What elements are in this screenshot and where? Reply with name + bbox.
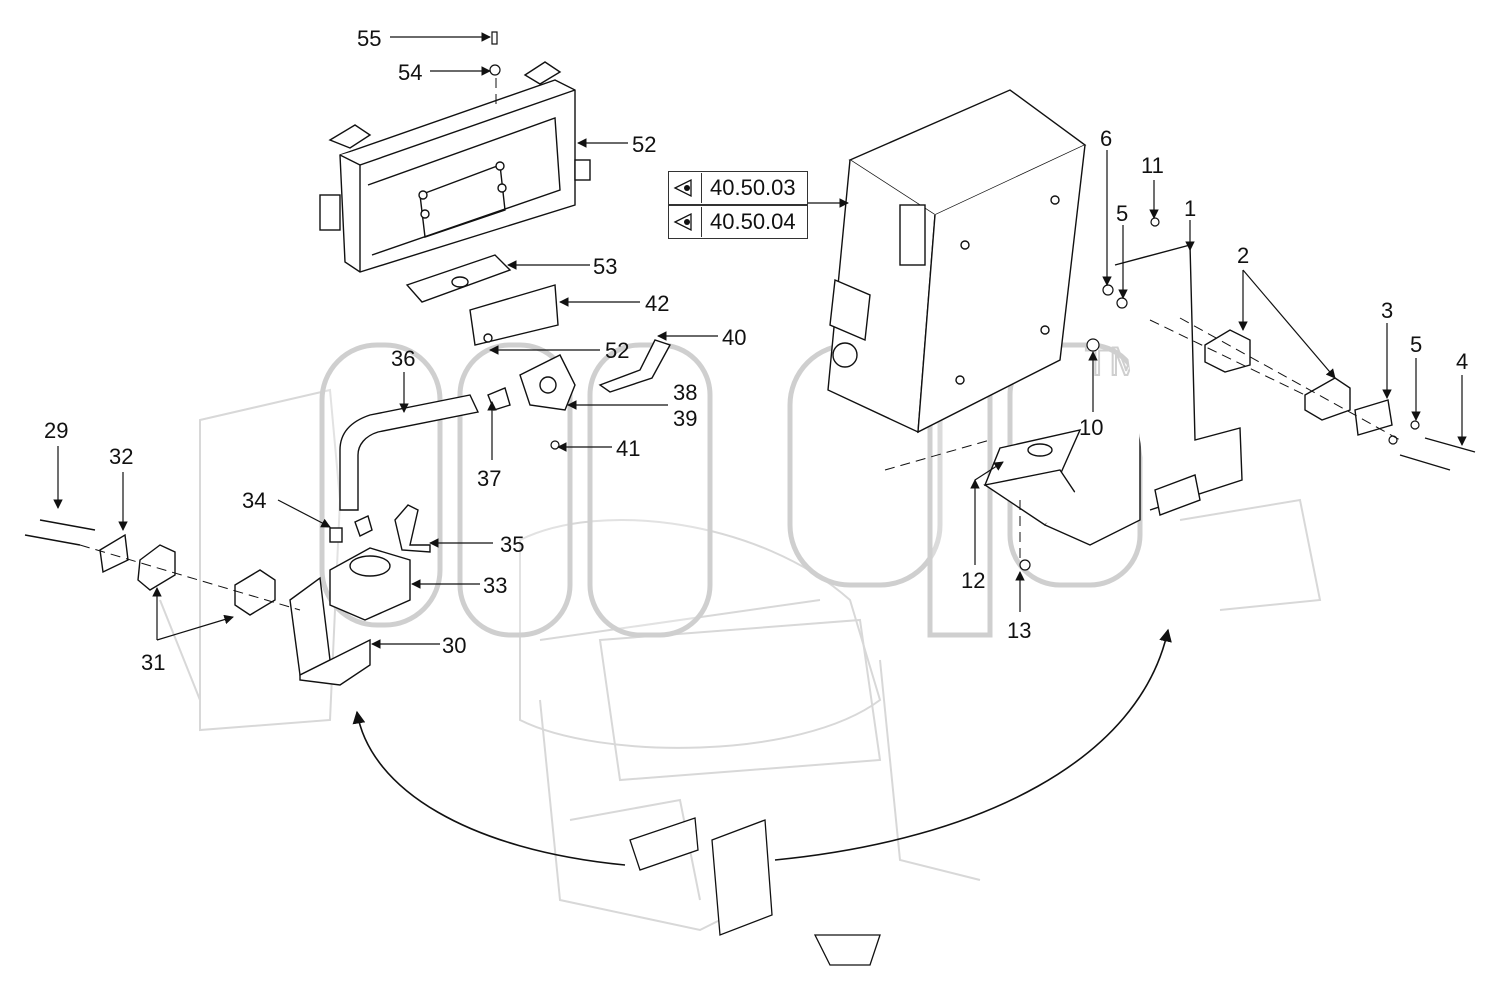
mounting-bracket-right	[983, 244, 1243, 546]
part-label: 29	[44, 418, 68, 443]
part-label: 11	[1141, 153, 1164, 178]
bent-tube-part	[339, 394, 480, 511]
part-label: 33	[483, 573, 507, 598]
view-eye-icon	[669, 207, 702, 237]
part-label: 30	[442, 633, 466, 658]
part-label: 36	[391, 346, 415, 371]
cross-reference-box[interactable]: 40.50.04	[668, 205, 808, 239]
part-label: 53	[593, 254, 617, 279]
part-label: 41	[616, 436, 640, 461]
bottom-assembly	[629, 817, 881, 966]
part-label: 34	[242, 488, 266, 513]
top-tray-part	[319, 61, 591, 273]
curved-arrows	[352, 628, 1172, 866]
part-label: 13	[1007, 618, 1031, 643]
cabinet-part	[827, 89, 1087, 434]
part-label: 5	[1410, 332, 1422, 357]
background-machine-outline	[159, 388, 1322, 932]
part-label: 4	[1456, 349, 1468, 374]
part-label: 39	[673, 406, 697, 431]
alignment-lines	[79, 78, 1401, 611]
part-label: 54	[398, 60, 422, 85]
part-label: 40	[722, 325, 746, 350]
part-label: 6	[1100, 126, 1112, 151]
part-label: 1	[1184, 196, 1196, 221]
swivel-base-and-bracket	[289, 504, 431, 686]
part-label: 32	[109, 444, 133, 469]
part-label: 42	[645, 291, 669, 316]
part-label: 38	[673, 380, 697, 405]
view-eye-icon	[669, 173, 702, 203]
part-label: 2	[1237, 243, 1249, 268]
cross-reference-label: 40.50.04	[710, 209, 796, 234]
part-label: 55	[357, 26, 381, 51]
small-hardware	[489, 31, 1420, 571]
part-label: 5	[1116, 201, 1128, 226]
part-label: 12	[961, 568, 985, 593]
clamp-parts-right	[1204, 329, 1476, 471]
part-labels: 55 54 52 53 42 52 40 36 38 39 41 37 34 3…	[44, 26, 1468, 675]
part-label: 35	[500, 532, 524, 557]
curved-arrow-left	[352, 710, 626, 866]
cross-reference-box[interactable]: 40.50.03	[668, 171, 808, 205]
part-label: 52	[632, 132, 656, 157]
clamp-parts-left	[24, 519, 276, 616]
lever-and-clamp	[487, 339, 672, 411]
leader-lines	[53, 32, 1467, 649]
cross-reference-label: 40.50.03	[710, 175, 796, 200]
part-label: 31	[141, 650, 165, 675]
part-label: 37	[477, 466, 501, 491]
part-label: 10	[1079, 415, 1103, 440]
part-label: 3	[1381, 298, 1393, 323]
plate-parts	[405, 254, 559, 346]
part-label: 52	[605, 338, 629, 363]
curved-arrow-right	[774, 628, 1172, 861]
